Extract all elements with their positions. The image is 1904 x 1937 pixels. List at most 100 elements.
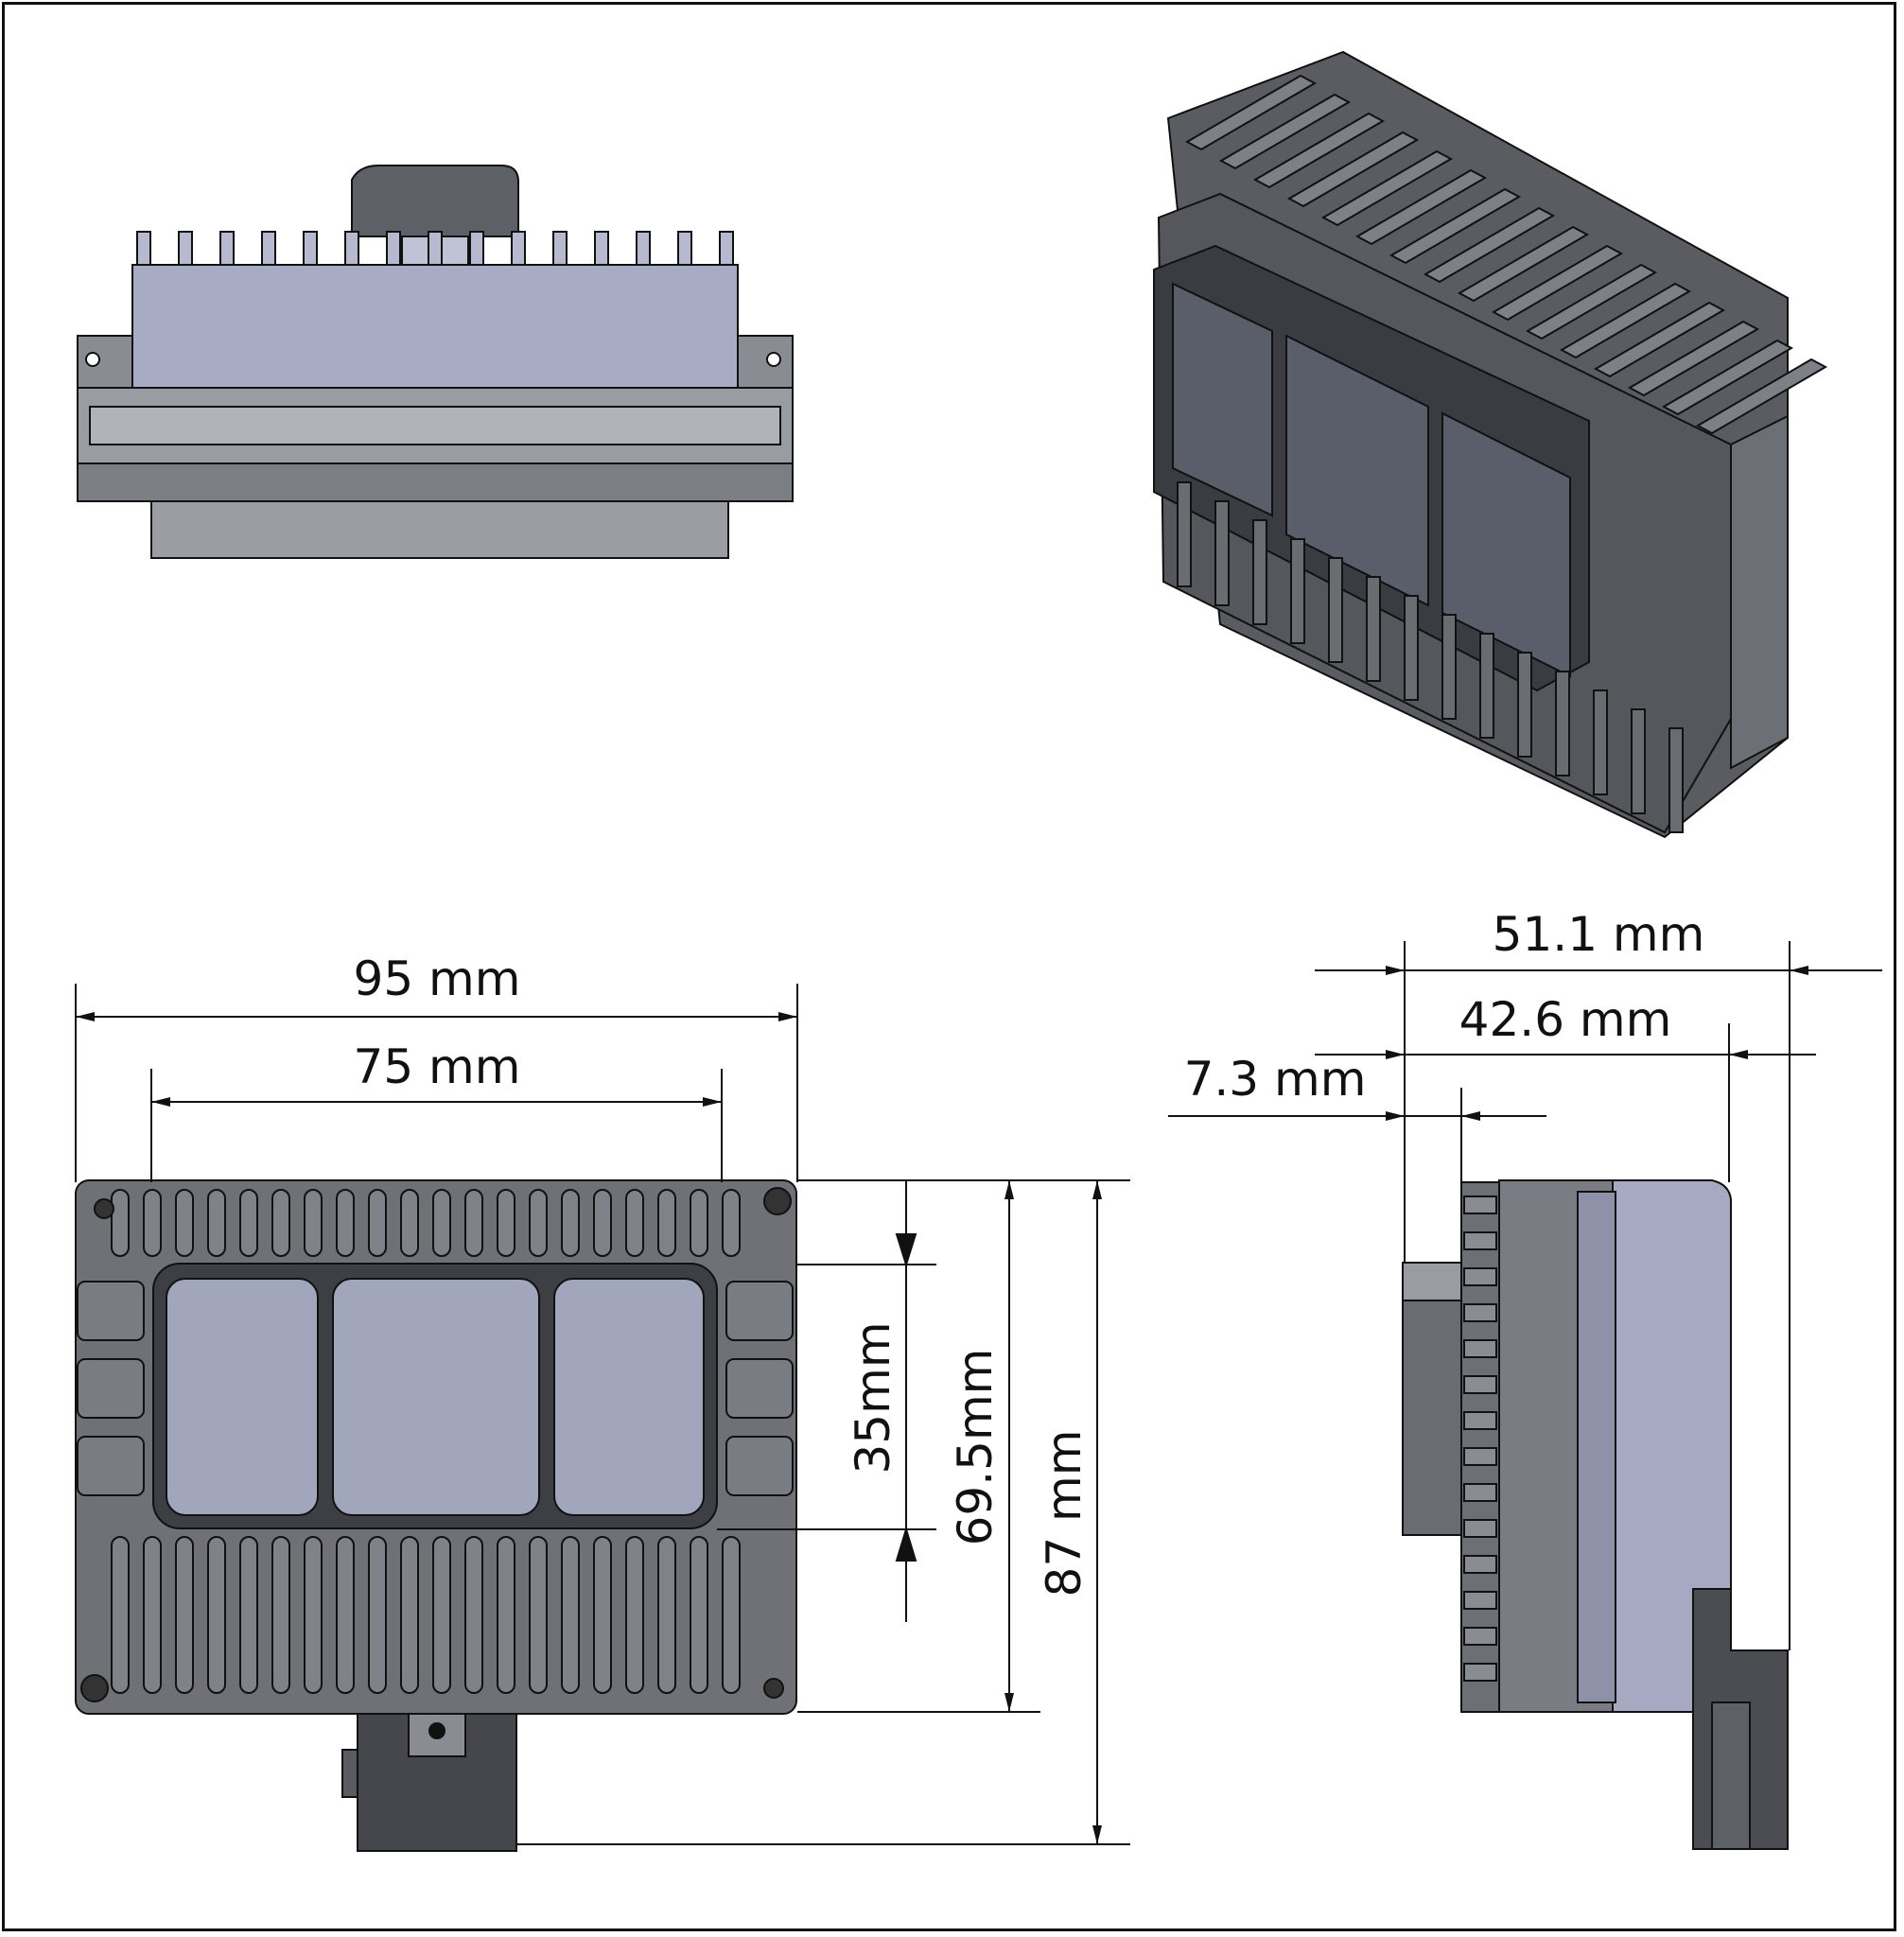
iso-fin — [1320, 149, 1454, 227]
front-top-fin — [400, 1189, 419, 1257]
front-bottom-fin — [271, 1536, 290, 1694]
label-87mm: 87 mm — [1037, 1430, 1092, 1597]
front-top-fin — [239, 1189, 258, 1257]
front-side-block-right — [725, 1281, 794, 1341]
label-511mm: 51.1 mm — [1493, 907, 1705, 962]
iso-lower-fin — [1441, 614, 1457, 720]
iso-fins — [1184, 74, 1828, 435]
side-plate-inner — [1577, 1191, 1616, 1703]
side-fin-tooth — [1463, 1663, 1497, 1682]
front-bottom-fin — [497, 1536, 515, 1694]
iso-fin — [1457, 225, 1590, 303]
iso-lower-fins — [1177, 481, 1684, 833]
front-top-fin — [175, 1189, 194, 1257]
front-bottom-fin — [561, 1536, 580, 1694]
front-top-fin — [529, 1189, 548, 1257]
iso-fin — [1695, 358, 1828, 435]
iso-fin — [1559, 282, 1692, 359]
iso-lower-fin — [1668, 727, 1684, 833]
front-connector — [357, 1713, 517, 1852]
front-window-right — [553, 1278, 705, 1516]
front-bottom-fin — [336, 1536, 355, 1694]
iso-fin — [1593, 301, 1726, 378]
iso-fin — [1184, 74, 1318, 151]
front-top-fin — [561, 1189, 580, 1257]
top-connector — [351, 165, 519, 237]
side-view — [1402, 1179, 1789, 1850]
front-hole-br — [763, 1678, 784, 1699]
front-bottom-fin — [400, 1536, 419, 1694]
label-95mm: 95 mm — [354, 951, 521, 1006]
front-top-fin — [722, 1189, 741, 1257]
front-window-center — [332, 1278, 540, 1516]
front-side-block-left — [77, 1436, 145, 1496]
front-hole-tr — [763, 1187, 792, 1215]
front-top-fins — [111, 1189, 741, 1257]
top-main-band-light — [89, 406, 781, 445]
front-bottom-fin — [432, 1536, 451, 1694]
front-bottom-fin — [625, 1536, 644, 1694]
front-top-fin — [304, 1189, 323, 1257]
iso-fin — [1661, 339, 1794, 416]
front-top-fin — [593, 1189, 612, 1257]
front-bottom-fin — [111, 1536, 130, 1694]
iso-fin — [1218, 93, 1352, 170]
front-bottom-fin — [657, 1536, 676, 1694]
iso-lower-fin — [1593, 689, 1608, 795]
iso-lower-fin — [1631, 708, 1646, 814]
front-top-fin — [207, 1189, 226, 1257]
side-fin-tooth — [1463, 1267, 1497, 1286]
dimension-lines — [75, 941, 1882, 1845]
side-fin-tooth — [1463, 1375, 1497, 1394]
label-426mm: 42.6 mm — [1459, 992, 1672, 1047]
side-fin-tooth — [1463, 1411, 1497, 1430]
front-top-fin — [271, 1189, 290, 1257]
iso-lower-fin — [1366, 576, 1381, 682]
iso-fin — [1525, 263, 1658, 340]
front-window-left — [166, 1278, 319, 1516]
iso-lower-fin — [1177, 481, 1192, 587]
top-lower-band — [77, 462, 794, 502]
iso-lower-fin — [1479, 633, 1494, 739]
front-bottom-fin — [464, 1536, 483, 1694]
side-connector — [1402, 1262, 1462, 1536]
front-side-block-right — [725, 1358, 794, 1419]
side-fin-tooth — [1463, 1483, 1497, 1502]
isometric-view — [1153, 50, 1828, 839]
iso-lower-fin — [1214, 500, 1230, 606]
front-bottom-fin — [722, 1536, 741, 1694]
iso-fin — [1389, 187, 1522, 265]
side-fin-tooth — [1463, 1195, 1497, 1214]
side-fin-teeth — [1463, 1195, 1497, 1682]
front-top-fin — [497, 1189, 515, 1257]
side-connector-band — [1402, 1262, 1462, 1301]
front-view — [75, 1179, 797, 1852]
front-bottom-fin — [368, 1536, 387, 1694]
front-top-fin — [625, 1189, 644, 1257]
iso-fin — [1491, 244, 1624, 322]
front-bottom-fin — [207, 1536, 226, 1694]
front-bottom-fin — [593, 1536, 612, 1694]
iso-fin — [1286, 131, 1420, 208]
front-top-fin — [464, 1189, 483, 1257]
front-top-fin — [336, 1189, 355, 1257]
top-view — [77, 165, 794, 559]
label-73mm: 7.3 mm — [1184, 1052, 1367, 1107]
iso-window-1 — [1172, 282, 1273, 517]
front-bottom-fin — [143, 1536, 162, 1694]
front-side-block-right — [725, 1436, 794, 1496]
side-fin-tooth — [1463, 1591, 1497, 1610]
label-75mm: 75 mm — [354, 1039, 521, 1094]
iso-lower-fin — [1517, 652, 1532, 758]
front-side-block-left — [77, 1358, 145, 1419]
front-hole-bl — [80, 1674, 109, 1702]
front-bottom-fin — [690, 1536, 708, 1694]
front-hole-tl — [94, 1198, 114, 1219]
side-fin-tooth — [1463, 1339, 1497, 1358]
front-top-fin — [111, 1189, 130, 1257]
front-connector-clip — [341, 1749, 358, 1798]
front-side-blocks — [77, 1281, 794, 1496]
front-top-fin — [432, 1189, 451, 1257]
iso-window-2 — [1285, 334, 1429, 607]
